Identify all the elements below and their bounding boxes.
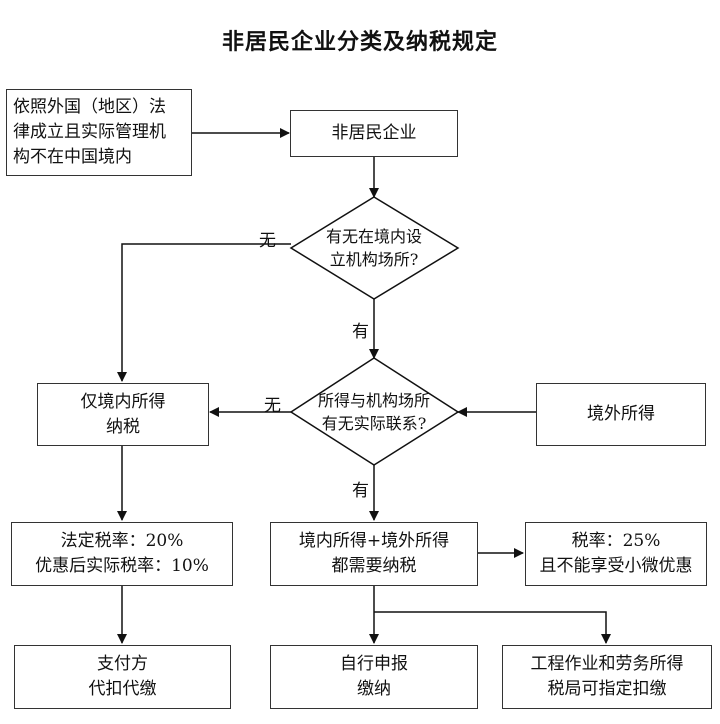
- label-no-establishment: 无: [259, 231, 276, 251]
- label-no-connection: 无: [264, 396, 281, 416]
- chart-title: 非居民企业分类及纳税规定: [221, 30, 498, 55]
- rates-right-box: 税率：25% 且不能享受小微优惠: [525, 522, 707, 586]
- decision-connection-text: 所得与机构场所 有无实际联系?: [317, 391, 430, 433]
- label-yes-establishment: 有: [352, 322, 369, 342]
- decision-establishment-text: 有无在境内设 立机构场所?: [325, 227, 422, 269]
- criteria-box: 依照外国（地区）法 律成立且实际管理机 构不在中国境内: [6, 89, 192, 176]
- nonresident-enterprise-box: 非居民企业: [290, 110, 458, 157]
- decision-connection-shape: [289, 357, 460, 466]
- domestic-income-only-box: 仅境内所得 纳税: [37, 383, 209, 446]
- both-income-box: 境内所得+境外所得 都需要纳税: [270, 522, 478, 586]
- payer-withhold-box: 支付方 代扣代缴: [14, 645, 231, 709]
- arrow-both-to-engineering: [374, 611, 611, 644]
- foreign-income-box: 境外所得: [536, 383, 706, 446]
- self-declare-box: 自行申报 缴纳: [270, 645, 478, 709]
- engineering-withhold-box: 工程作业和劳务所得 税局可指定扣缴: [502, 645, 712, 709]
- arrow-decision1-no: [117, 243, 291, 382]
- label-yes-connection: 有: [352, 481, 369, 501]
- decision-establishment-shape: [289, 196, 460, 300]
- rates-left-box: 法定税率：20% 优惠后实际税率：10%: [11, 522, 233, 586]
